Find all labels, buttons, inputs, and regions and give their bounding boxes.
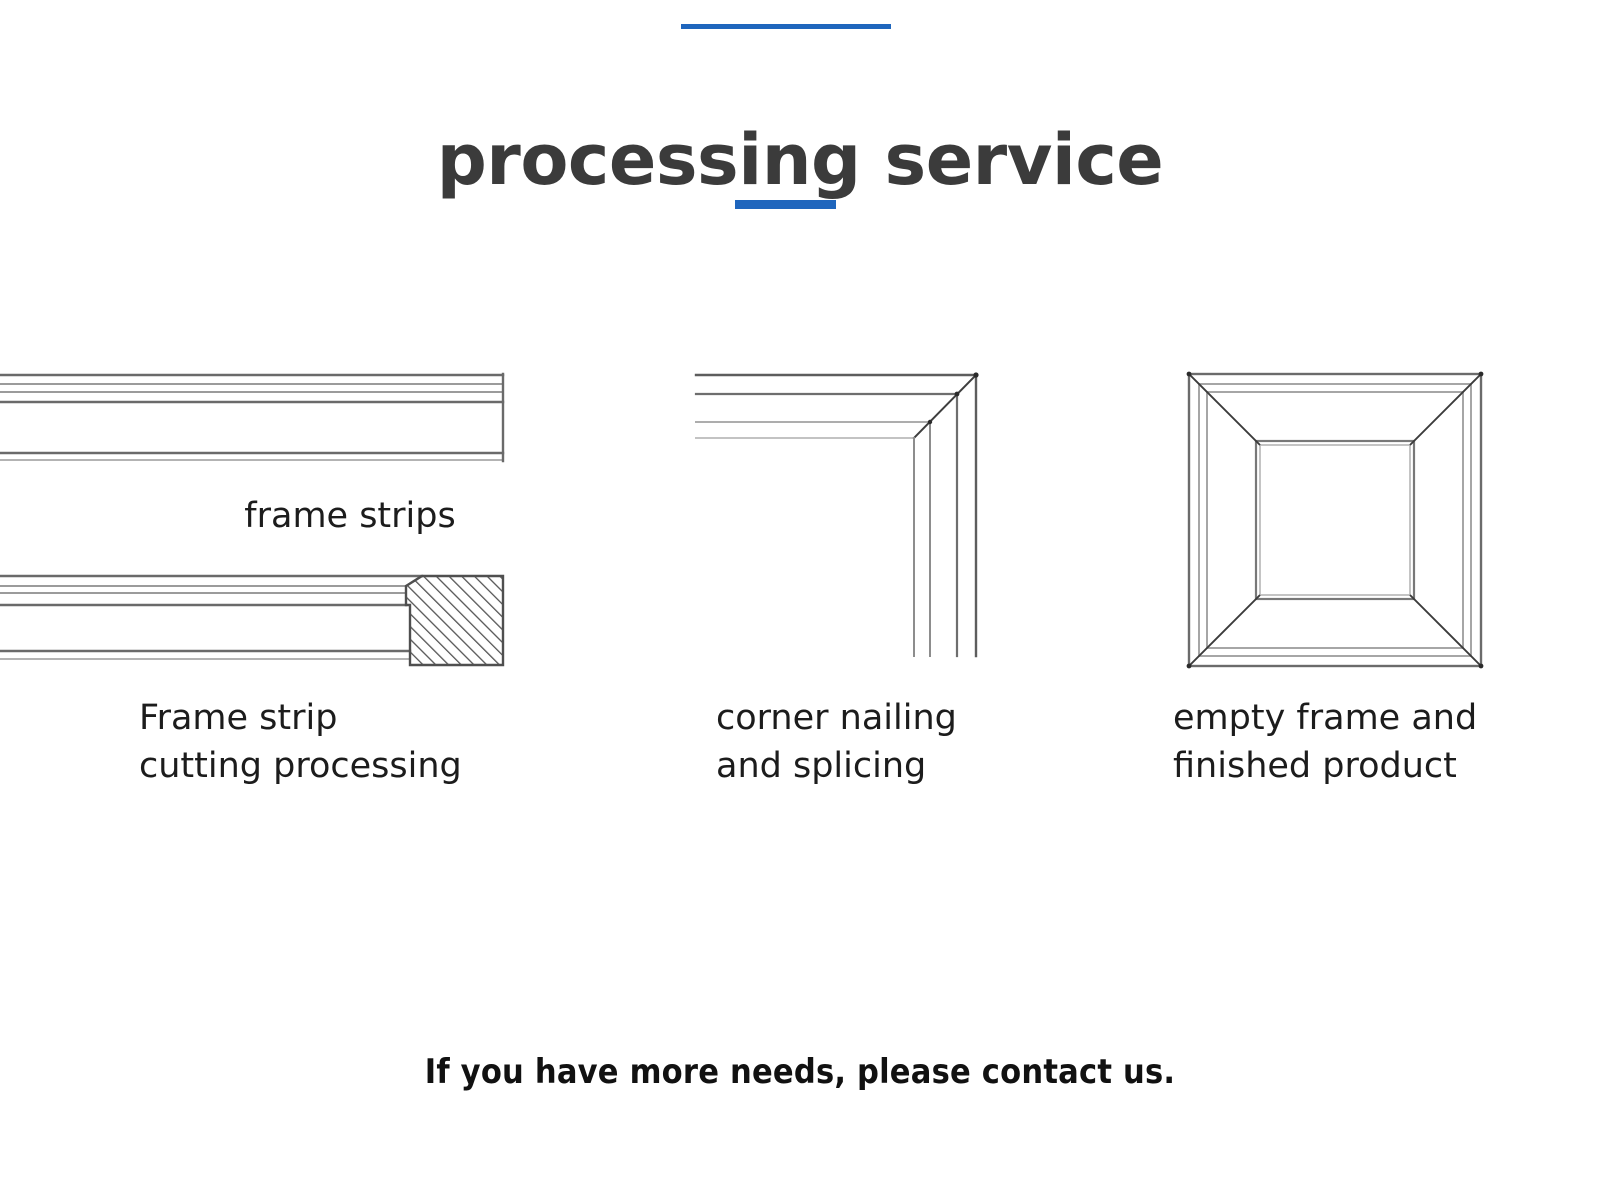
caption-corner-nailing: corner nailing and splicing xyxy=(716,694,957,790)
corner-nailing-diagram xyxy=(680,360,1000,670)
lower-frame-strip xyxy=(0,574,424,660)
contact-prompt: If you have more needs, please contact u… xyxy=(424,1052,1176,1092)
caption-frame-strip-cutting: Frame strip cutting processing xyxy=(139,694,462,790)
page-title: processing service xyxy=(436,118,1164,201)
upper-frame-strip xyxy=(0,372,505,463)
caption-line: finished product xyxy=(1173,746,1457,786)
title-rule-bottom xyxy=(735,200,836,209)
caption-line: and splicing xyxy=(716,746,927,786)
title-rule-top xyxy=(681,24,891,29)
caption-line: corner nailing xyxy=(716,698,957,738)
frame-strip-cutting-diagram xyxy=(0,360,520,670)
cut-section-hatched xyxy=(404,574,505,667)
caption-empty-frame: empty frame and finished product xyxy=(1173,694,1477,790)
empty-frame-diagram xyxy=(1180,360,1500,670)
caption-line: Frame strip xyxy=(139,698,338,738)
caption-line: cutting processing xyxy=(139,746,462,786)
frame-strips-label: frame strips xyxy=(244,496,456,536)
caption-line: empty frame and xyxy=(1173,698,1478,738)
